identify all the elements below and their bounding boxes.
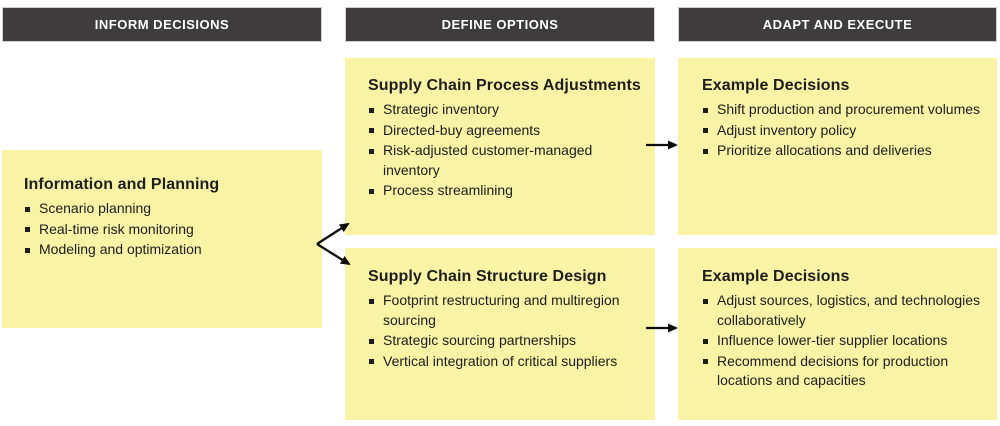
box-title-supply-chain-process-adjustments: Supply Chain Process Adjustments <box>368 77 641 94</box>
bullet-item: Vertical integration of critical supplie… <box>368 352 643 372</box>
bullet-item: Directed-buy agreements <box>368 121 643 141</box>
bullet-item: Prioritize allocations and deliveries <box>702 141 983 161</box>
box-supply-chain-process-adjustments: Supply Chain Process Adjustments Strateg… <box>345 58 655 235</box>
bullet-item: Process streamlining <box>368 181 643 201</box>
bullet-item: Strategic inventory <box>368 100 643 120</box>
bullet-item: Scenario planning <box>24 199 304 219</box>
box-supply-chain-structure-design: Supply Chain Structure Design Footprint … <box>345 248 655 420</box>
header-adapt-and-execute: ADAPT AND EXECUTE <box>678 7 997 42</box>
bullet-item: Real-time risk monitoring <box>24 220 304 240</box>
bullet-item: Adjust inventory policy <box>702 121 983 141</box>
bullet-item: Recommend decisions for production locat… <box>702 352 983 391</box>
bullet-item: Modeling and optimization <box>24 240 304 260</box>
box-title-example-decisions-bottom: Example Decisions <box>702 268 850 285</box>
bullet-list-example-decisions-bottom: Adjust sources, logistics, and technolog… <box>702 291 983 391</box>
box-title-information-and-planning: Information and Planning <box>24 176 220 193</box>
box-information-and-planning: Information and Planning Scenario planni… <box>2 150 322 328</box>
box-example-decisions-bottom: Example Decisions Adjust sources, logist… <box>678 248 997 420</box>
bullet-item: Shift production and procurement volumes <box>702 100 983 120</box>
bullet-item: Adjust sources, logistics, and technolog… <box>702 291 983 330</box>
box-title-supply-chain-structure-design: Supply Chain Structure Design <box>368 268 607 285</box>
bullet-item: Influence lower-tier supplier locations <box>702 331 983 351</box>
header-inform-decisions: INFORM DECISIONS <box>2 7 322 42</box>
bullet-list-example-decisions-top: Shift production and procurement volumes… <box>702 100 983 161</box>
header-define-options: DEFINE OPTIONS <box>345 7 655 42</box>
box-example-decisions-top: Example Decisions Shift production and p… <box>678 58 997 235</box>
bullet-item: Footprint restructuring and multiregion … <box>368 291 643 330</box>
box-title-example-decisions-top: Example Decisions <box>702 77 850 94</box>
bullet-item: Strategic sourcing partnerships <box>368 331 643 351</box>
bullet-item: Risk-adjusted customer-managed inventory <box>368 141 643 180</box>
bullet-list-supply-chain-structure-design: Footprint restructuring and multiregion … <box>368 291 643 371</box>
